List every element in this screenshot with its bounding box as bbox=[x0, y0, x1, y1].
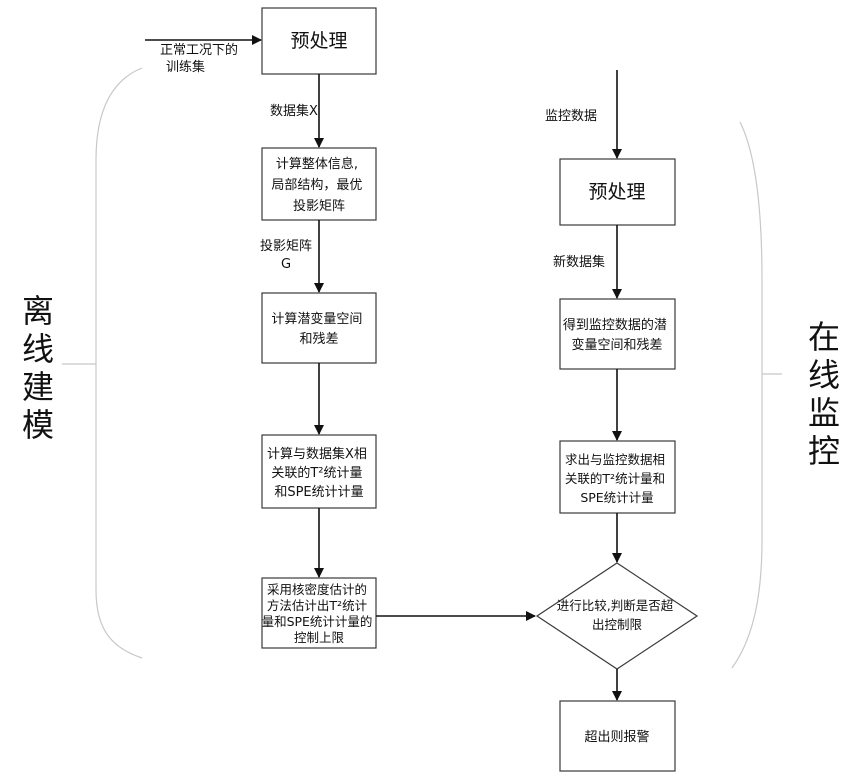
online-section-bracket bbox=[732, 122, 762, 668]
offline-latent-residual-box bbox=[262, 293, 376, 363]
online-latent-residual-box bbox=[560, 299, 675, 369]
offline-title-char: 离 bbox=[22, 292, 54, 330]
online-title-char: 监 bbox=[808, 394, 840, 432]
online-preprocess-label: 预处理 bbox=[588, 181, 645, 203]
offline-section-bracket bbox=[96, 68, 142, 658]
online-title-char: 控 bbox=[808, 432, 840, 470]
new-dataset-label: 新数据集 bbox=[553, 254, 605, 270]
dataset-x-label: 数据集X bbox=[270, 103, 318, 119]
training-set-label: 正常工况下的 训练集 bbox=[160, 42, 242, 75]
offline-title-char: 建 bbox=[22, 368, 54, 406]
offline-preprocess-label: 预处理 bbox=[290, 30, 347, 52]
alarm-label: 超出则报警 bbox=[584, 729, 649, 745]
offline-section-title: 离 线 建 模 bbox=[22, 292, 54, 444]
online-title-char: 线 bbox=[808, 356, 840, 394]
offline-title-char: 模 bbox=[22, 406, 54, 444]
offline-title-char: 线 bbox=[22, 330, 54, 368]
projection-g-label: 投影矩阵 G bbox=[260, 238, 316, 272]
online-title-char: 在 bbox=[808, 318, 840, 356]
monitor-data-label: 监控数据 bbox=[545, 109, 597, 124]
online-statistics-label: 求出与监控数据相 关联的T²统计量和 SPE统计计量 bbox=[565, 452, 669, 505]
decision-diamond bbox=[537, 563, 697, 669]
online-section-title: 在 线 监 控 bbox=[808, 318, 840, 470]
offline-statistics-label: 计算与数据集X相 关联的T²统计量 和SPE统计计量 bbox=[267, 446, 371, 500]
